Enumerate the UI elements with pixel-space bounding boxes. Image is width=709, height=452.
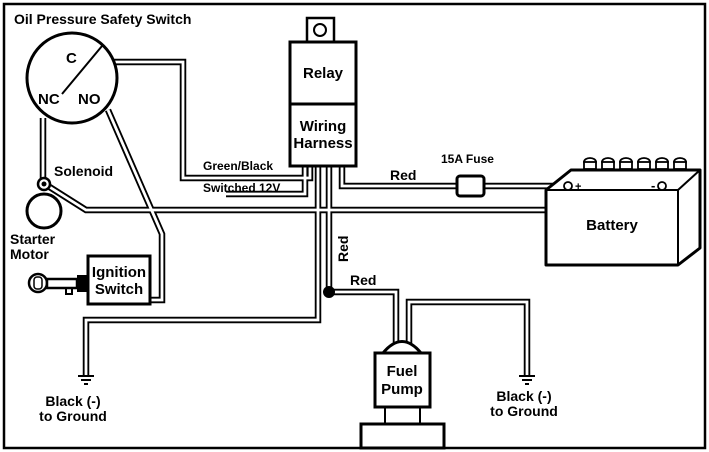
battery-minus-label: - — [651, 178, 655, 193]
solenoid-terminal-dot — [41, 181, 47, 187]
ground-left-icon — [78, 375, 94, 385]
wire-insulation — [41, 60, 569, 375]
switch-contact-arm — [61, 45, 103, 95]
terminal-nc-label: NC — [38, 91, 60, 108]
ignition-label-line2: Switch — [95, 281, 143, 298]
battery-icon — [544, 157, 702, 267]
battery-label: Battery — [586, 217, 638, 234]
starter-label-line2: Motor — [10, 246, 49, 262]
ignition-label-line1: Ignition — [92, 264, 146, 281]
wire-junction — [323, 286, 335, 298]
switched-12v-label: Switched 12V — [203, 181, 280, 195]
ignition-key-icon — [27, 272, 89, 295]
relay-mount-hole — [313, 23, 327, 37]
ignition-switch — [86, 254, 152, 306]
fuse — [455, 174, 486, 198]
relay-label: Relay — [303, 65, 344, 82]
fuse-label: 15A Fuse — [441, 152, 494, 166]
fuel-pump-icon — [359, 340, 446, 450]
battery-plus-label: + — [575, 181, 581, 193]
red-pump-label: Red — [350, 272, 376, 288]
harness-label-line2: Harness — [293, 135, 352, 152]
red-vertical-label: Red — [335, 236, 351, 262]
starter-label-line1: Starter — [10, 231, 56, 247]
solenoid-label: Solenoid — [54, 163, 113, 179]
terminal-c-label: C — [66, 50, 77, 67]
ground-left-label-line2: to Ground — [39, 408, 107, 424]
fuel-pump-label-line1: Fuel — [387, 363, 418, 380]
wiring-harness — [288, 102, 358, 168]
oil-pressure-switch — [25, 31, 119, 125]
green-black-label: Green/Black — [203, 159, 273, 173]
ground-right-icon — [519, 375, 535, 385]
fuel-pump-label-line2: Pump — [381, 381, 423, 398]
ground-right-label-line2: to Ground — [490, 403, 558, 419]
terminal-no-label: NO — [78, 91, 101, 108]
oil-switch-title: Oil Pressure Safety Switch — [14, 11, 191, 27]
ground-left-label-line1: Black (-) — [45, 393, 100, 409]
starter-motor — [25, 192, 63, 230]
ground-right-label-line1: Black (-) — [496, 388, 551, 404]
red-battery-label: Red — [390, 167, 416, 183]
harness-label-line1: Wiring — [300, 118, 347, 135]
